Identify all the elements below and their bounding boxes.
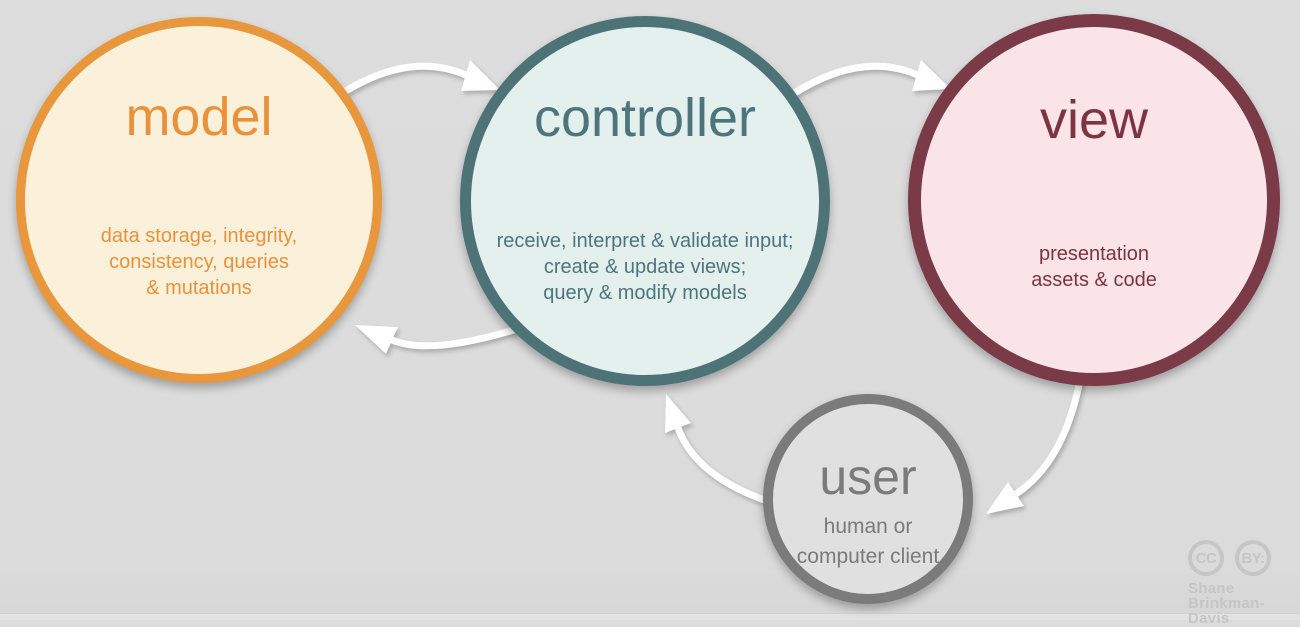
arrow-controller-to-view	[788, 60, 951, 99]
arrow-controller-to-model	[355, 324, 522, 354]
node-model-circle: model data storage, integrity, consisten…	[16, 17, 382, 383]
arrow-view-to-user	[986, 379, 1084, 514]
cc-icon: CC	[1188, 540, 1224, 576]
arrow-user-to-controller	[665, 394, 772, 506]
node-view-title: view	[1039, 90, 1149, 150]
node-controller-title: controller	[533, 88, 757, 148]
cc-by-icon: BY:	[1235, 540, 1271, 576]
node-view-description: presentation assets & code	[1031, 243, 1157, 291]
node-view-circle: view presentation assets & code	[908, 14, 1280, 386]
license-badges: CC BY:	[1188, 540, 1300, 576]
node-user-circle: user human or computer client	[763, 394, 973, 604]
node-user-description: human or computer client	[796, 515, 940, 568]
arrow-model-to-controller	[336, 60, 500, 99]
node-controller-circle: controller receive, interpret & validate…	[460, 16, 830, 386]
author-name: Shane Brinkman-Davis	[1188, 580, 1265, 627]
node-model-title: model	[125, 87, 273, 147]
node-model-description: data storage, integrity, consistency, qu…	[100, 225, 298, 299]
bottom-edge-strip	[0, 613, 1300, 620]
node-controller-description: receive, interpret & validate input; cre…	[496, 230, 794, 304]
node-user-title: user	[819, 449, 917, 505]
license-attribution: CC BY: Shane Brinkman-Davis	[1188, 540, 1300, 626]
